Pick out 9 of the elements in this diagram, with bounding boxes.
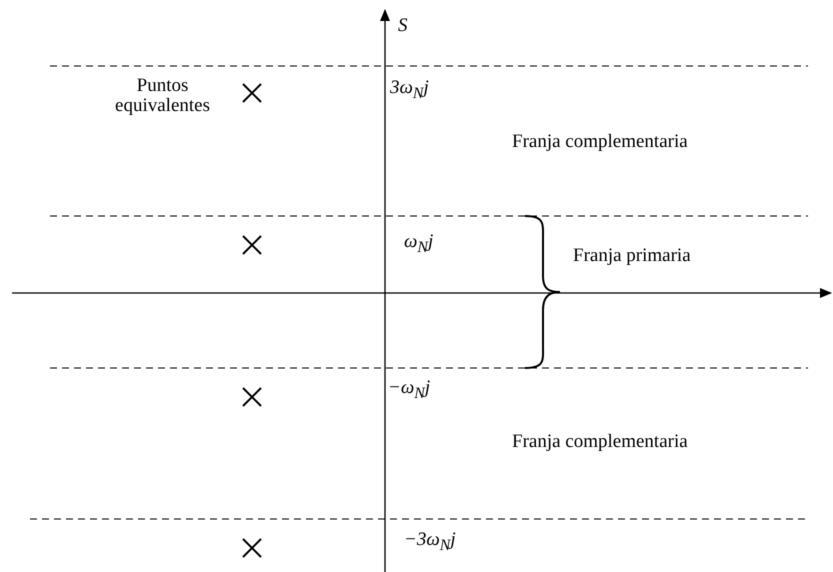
tick-label: −3ω$_{N}$j [404,530,456,556]
region-note: Puntos equivalentes [114,76,211,116]
region-label: Franja complementaria [512,432,688,452]
tick-label: ω$_{N}$j [404,232,434,258]
region-label: Franja primaria [573,246,691,266]
axis-label: S [398,16,408,36]
tick-label: −ω$_{N}$j [388,378,430,404]
region-label: Franja complementaria [512,132,688,152]
tick-label: 3ω$_{N}$j [390,78,429,104]
